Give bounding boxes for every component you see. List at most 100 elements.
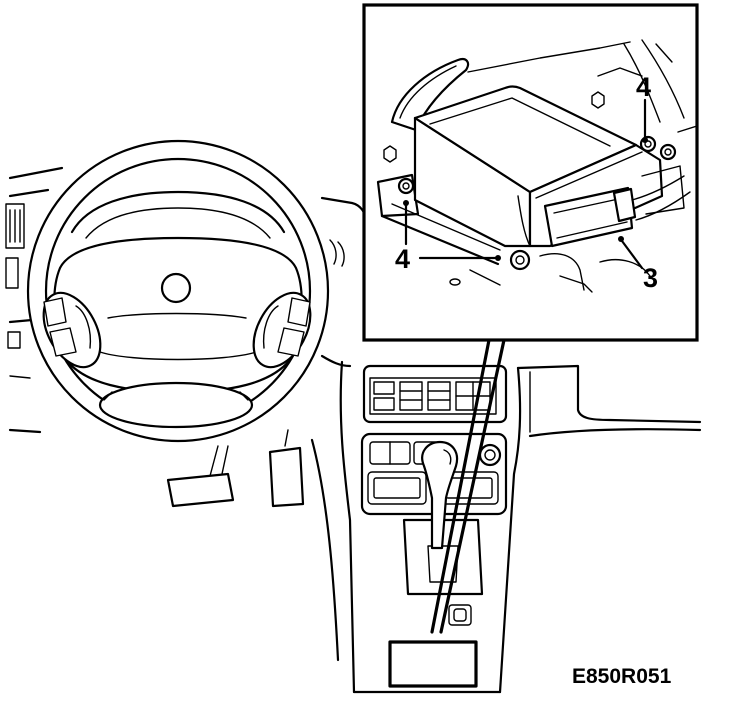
- right-switch-button-lower: [277, 327, 305, 357]
- connector-housing: [543, 186, 634, 248]
- dash-right-upper: [320, 196, 368, 224]
- steering-wheel: [26, 139, 330, 443]
- bolt-front-center: [515, 255, 525, 265]
- dash-right-floor-line: [528, 428, 702, 438]
- inset-trim-top: [597, 67, 643, 77]
- bolt-left: [397, 177, 415, 195]
- radio-display-lines: [399, 390, 423, 401]
- dash-right-lower: [320, 354, 352, 368]
- mounting-bolts: [383, 91, 677, 271]
- lower-spoke-link-left: [103, 391, 113, 401]
- radio-button-4-lines: [455, 381, 491, 411]
- leader-connector-dot: [618, 236, 624, 242]
- inset-trim-right: [677, 125, 698, 133]
- gear-selector-knob: [421, 440, 459, 550]
- bolt-left-center: [402, 182, 410, 190]
- dash-right-side-lower: [516, 364, 702, 424]
- inset-leader-line-right: [439, 338, 506, 634]
- climate-display-left: [367, 471, 427, 505]
- wiring-harness-upper: [631, 175, 685, 201]
- inset-pillar-3: [655, 43, 673, 63]
- gear-selector-button: [443, 449, 452, 465]
- dashboard-outline: [5, 166, 702, 438]
- steering-wheel-lower-spoke: [98, 381, 254, 429]
- dash-upper-edge-2: [8, 188, 50, 198]
- radio-button-3: [427, 381, 451, 411]
- bolt-front: [509, 249, 531, 271]
- inset-detail: 4 4 3: [362, 3, 699, 342]
- airbag-module-top-face: [413, 85, 638, 194]
- dash-left-switch: [7, 331, 21, 349]
- leader-connector: [620, 239, 644, 270]
- dash-left-trim: [9, 375, 31, 379]
- console-switch-inner: [453, 608, 467, 622]
- airbag-module-top-rib: [429, 97, 611, 147]
- console-left-edge: [339, 360, 356, 694]
- leader-bolt-left-horizontal-dot: [495, 255, 501, 261]
- steering-column: [209, 445, 229, 477]
- radio-button-3-lines: [427, 390, 451, 401]
- inset-leader-line-left: [430, 338, 491, 634]
- figure-code: E850R051: [572, 665, 672, 688]
- bolt-top-stud: [591, 91, 605, 109]
- right-bracket: [641, 165, 685, 215]
- inset-cover-flap: [390, 58, 470, 132]
- floor-line-left: [469, 269, 501, 286]
- climate-knob-center: [484, 449, 496, 461]
- inset-cover-flap-edge: [399, 65, 457, 119]
- bolt-top-right-2-center: [664, 148, 672, 156]
- lower-spoke-link-right: [239, 391, 249, 401]
- module-location-marker: [388, 640, 478, 688]
- footwell: [166, 429, 340, 662]
- left-switch-button-upper: [43, 297, 67, 327]
- inset-leader: [430, 338, 506, 634]
- hub-pad-seam: [107, 312, 247, 319]
- callout-label-bolt-left: 4: [395, 244, 410, 274]
- callout-label-bolt-top: 4: [636, 72, 651, 102]
- right-switch-button-upper: [287, 297, 311, 327]
- right-spoke-switches: [252, 291, 312, 369]
- module-base-edge: [380, 214, 500, 266]
- dash-left-panel: [5, 257, 19, 289]
- inset-pillar-1: [623, 43, 661, 123]
- floor-bracket-3: [559, 275, 593, 293]
- module-base-edge-inner: [391, 203, 501, 251]
- leader-bolt-left-vertical-dot: [403, 200, 409, 206]
- accelerator-arm: [284, 429, 289, 447]
- console-right-edge: [498, 366, 522, 694]
- radio-display: [399, 381, 423, 411]
- left-spoke-switches: [42, 291, 102, 369]
- connector-rib-lower: [556, 221, 628, 239]
- inset-dash-edge: [467, 41, 631, 73]
- console-switch: [448, 604, 472, 626]
- floor-bracket-1: [539, 252, 585, 291]
- floor-hole: [449, 278, 461, 286]
- wiring-harness-lower: [635, 191, 691, 221]
- airbag-module-end-bevel: [535, 151, 643, 199]
- instrument-hood: [70, 190, 286, 234]
- left-switch-rocker: [75, 305, 92, 349]
- airbag-module-front-bevel: [517, 195, 531, 247]
- radio-button-2: [373, 397, 395, 411]
- connector-rib-upper: [553, 197, 624, 214]
- callout-leaders: [403, 98, 648, 270]
- left-switch-button-lower: [49, 327, 77, 357]
- inset-pillar-2: [641, 39, 685, 119]
- dash-right-vent: [329, 239, 345, 267]
- dash-upper-edge: [8, 166, 64, 180]
- bolt-top-right-2: [659, 143, 677, 161]
- dash-left-vent: [5, 203, 25, 249]
- callout-label-connector: 3: [643, 263, 658, 293]
- radio-button-1: [373, 381, 395, 395]
- hub-lower-seam: [99, 351, 257, 361]
- floor-bracket-2: [599, 258, 651, 277]
- leader-bolt-top-dot: [642, 137, 648, 143]
- instrument-hood-inner: [85, 207, 271, 239]
- right-switch-rocker: [262, 305, 279, 349]
- bolt-top-right-1-center: [644, 140, 652, 148]
- dash-left-lower-edge: [8, 318, 42, 434]
- accelerator-pedal: [268, 446, 305, 508]
- connector-latch: [612, 187, 637, 223]
- climate-display-left-inner: [373, 477, 421, 499]
